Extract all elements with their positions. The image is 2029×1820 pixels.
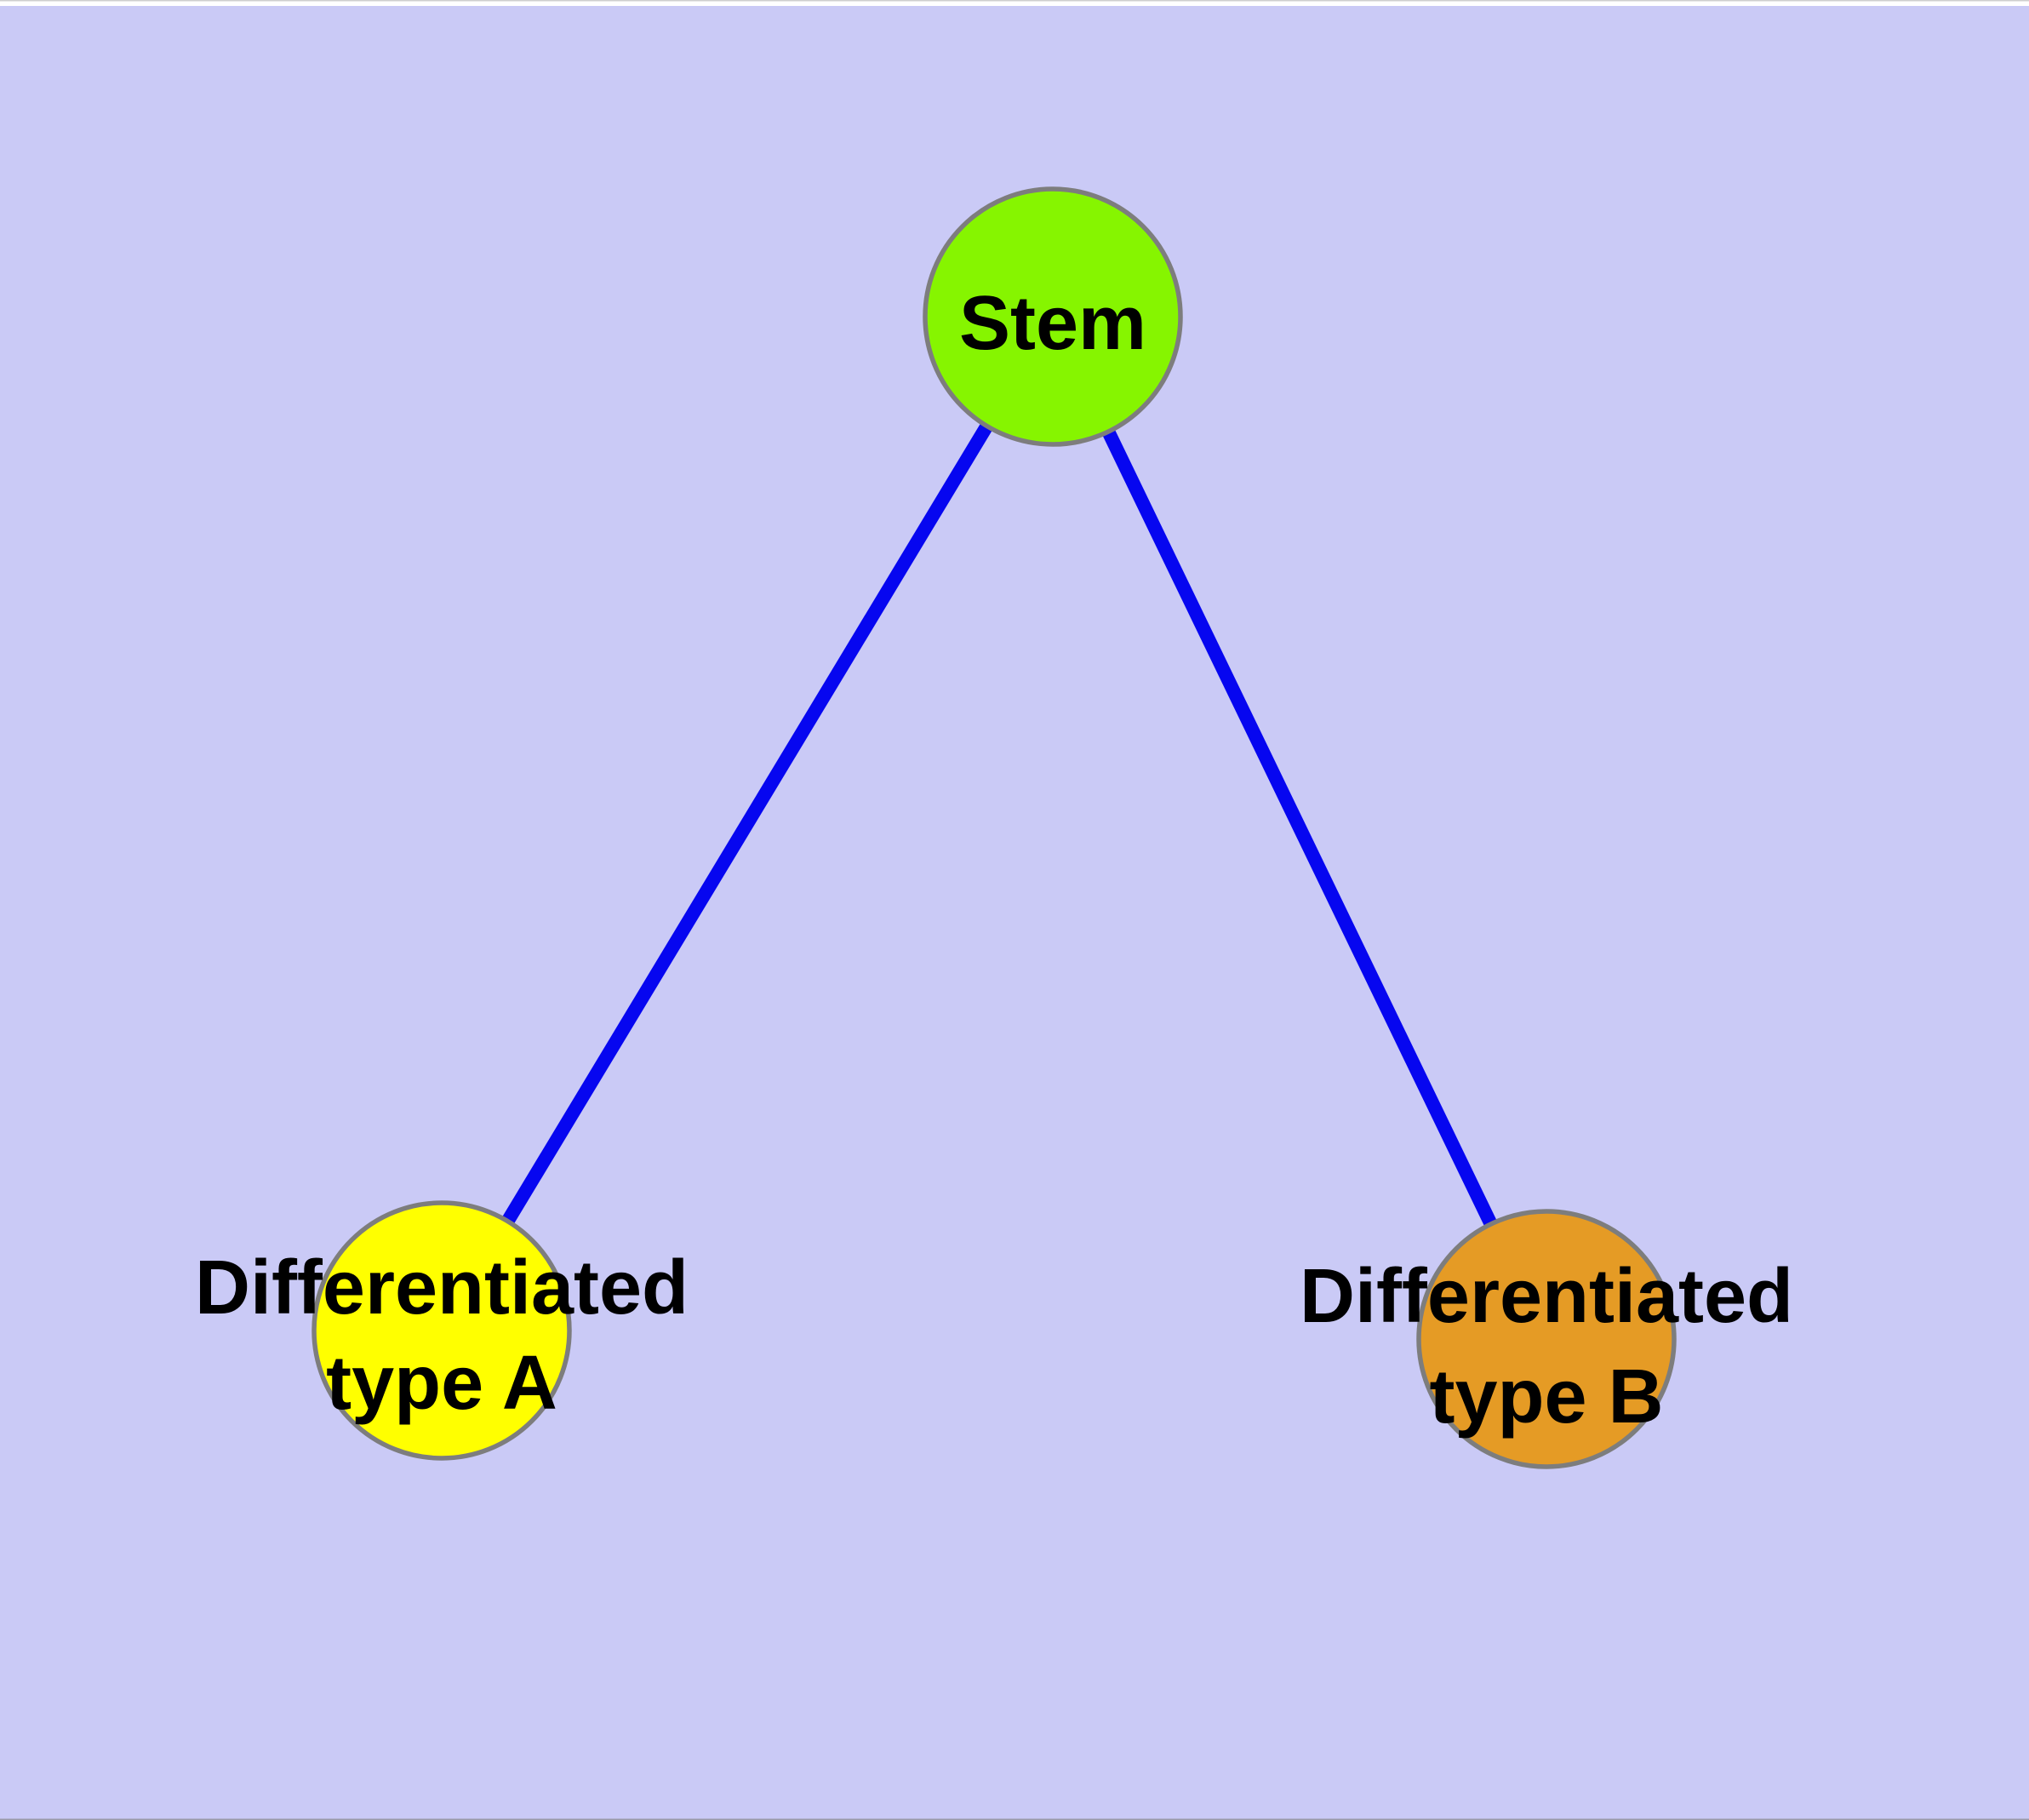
- node-differentiated-type-a-label-line2: type A: [326, 1341, 557, 1426]
- edge-stem-to-type-a: [436, 312, 1059, 1335]
- node-differentiated-type-b-label-line1: Differentiated: [1300, 1254, 1793, 1339]
- node-stem-circle: [923, 186, 1183, 447]
- edge-stem-to-type-b: [1046, 313, 1553, 1342]
- window-bottom-edge-line: [0, 1818, 2029, 1820]
- node-stem-label: Stem: [959, 281, 1146, 366]
- node-differentiated-type-b-label-line2: type B: [1429, 1354, 1663, 1439]
- node-differentiated-type-a-label-line1: Differentiated: [195, 1245, 689, 1331]
- node-differentiated-type-b-circle: [1416, 1209, 1677, 1469]
- window-top-edge-line: [0, 0, 2029, 2]
- node-differentiated-type-a-circle: [311, 1200, 572, 1461]
